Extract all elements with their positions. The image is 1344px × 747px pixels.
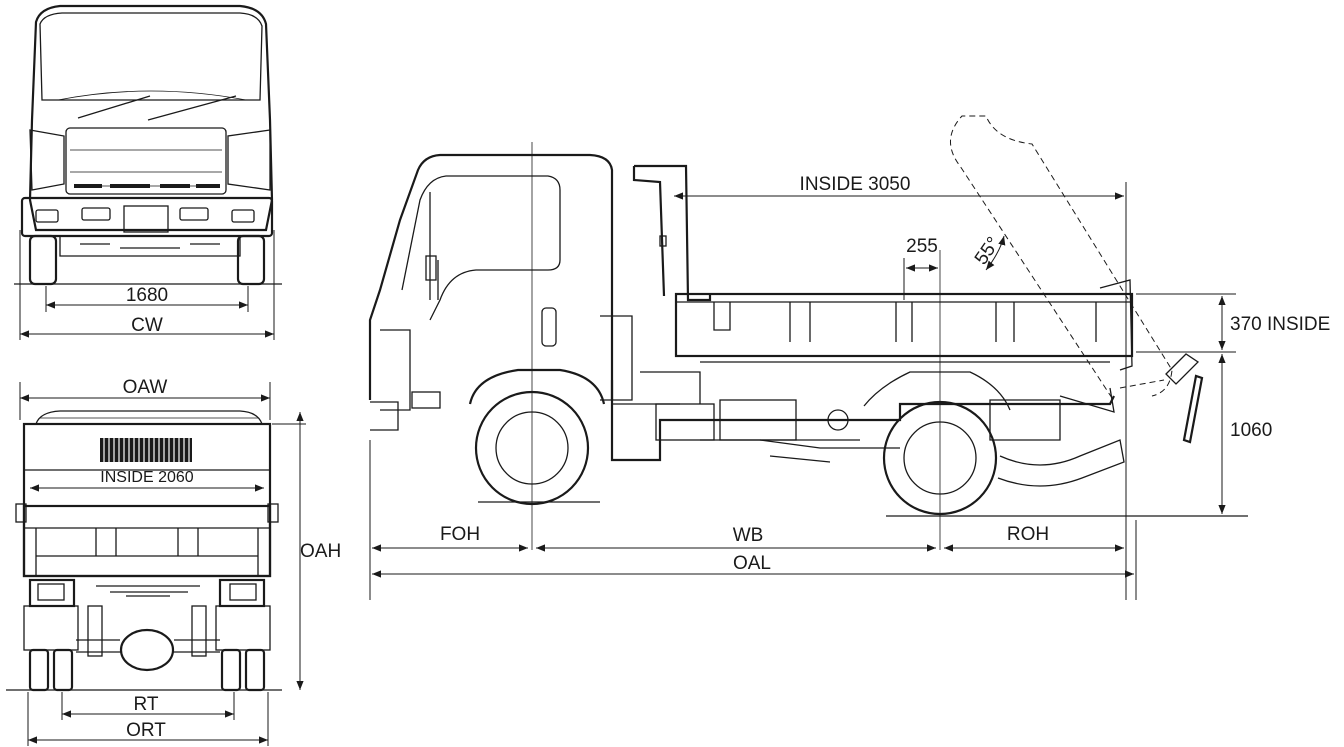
front-view (14, 4, 282, 340)
rear-track-label: RT (134, 694, 159, 715)
front-overhang-label: FOH (440, 524, 480, 545)
inside-width-label: INSIDE 2060 (100, 469, 193, 486)
rear-view (6, 382, 306, 746)
tip-angle-label: 55° (971, 233, 1005, 269)
overall-length-label: OAL (733, 553, 771, 574)
inside-height-label: 370 INSIDE (1230, 314, 1330, 335)
overall-height-label: OAH (300, 541, 341, 562)
outer-rear-track-label: ORT (126, 720, 166, 741)
overall-width-label: OAW (123, 377, 168, 398)
wheelbase-label: WB (733, 525, 764, 546)
inside-length-label: INSIDE 3050 (800, 174, 911, 195)
side-view (368, 115, 1248, 600)
cab-width-label: CW (131, 315, 163, 336)
front-track-label: 1680 (126, 285, 168, 306)
floor-height-label: 1060 (1230, 420, 1272, 441)
offset-255-label: 255 (906, 236, 938, 257)
rear-overhang-label: ROH (1007, 524, 1049, 545)
